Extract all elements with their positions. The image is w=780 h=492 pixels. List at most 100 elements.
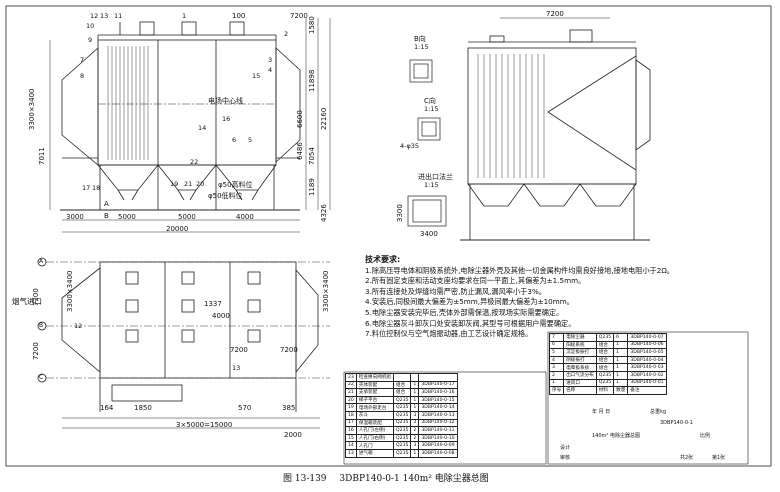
note-item: 2.所有固定支座和活动支座均要求在同一平面上,其偏差为±1.5mm。 (365, 276, 586, 286)
part-11: 11 (114, 12, 123, 20)
dim-front-right-5: 7054 (308, 147, 316, 165)
bom-cell: 6 (548, 340, 565, 350)
part-15: 15 (252, 72, 261, 80)
figure-caption: 图 13-139 3DBP140-0-1 140m² 电除尘器总图 (283, 471, 499, 484)
dim-plan-bottom-164: 164 (100, 404, 114, 412)
bom-cell: Q235 (393, 395, 412, 405)
bom-cell: 1 (613, 363, 629, 372)
detail-inlet-scale: 1:15 (424, 181, 439, 189)
bom-cell: 1 (613, 370, 629, 380)
part-7: 7 (80, 56, 85, 64)
bom-cell: 3DBP140-0-10 (418, 433, 458, 443)
bom-cell: 组合 (595, 340, 615, 350)
axis-A: A (39, 258, 44, 265)
bom-cell: 3DBP140-0-04 (627, 355, 667, 365)
part-19: 19 (170, 180, 179, 188)
bom-cell: 3DBP140-0-01 (627, 378, 667, 388)
bom-cell: Q235 (393, 433, 412, 443)
bom-cell: 1 (410, 448, 420, 458)
detail-views (407, 59, 447, 227)
bom-cell: 19 (345, 403, 357, 412)
dim-front-right-8: 4326 (320, 204, 328, 222)
dim-front-top-100: 100 (232, 12, 246, 20)
bom-cell: Q235 (393, 448, 412, 458)
note-item: 7.料位控制仪与空气炮振动器,由工艺设计确定规格。 (365, 329, 533, 339)
part-9: 9 (88, 36, 93, 44)
detail-b-scale: 1:15 (414, 43, 429, 51)
axis-B: B (39, 322, 44, 329)
bom-cell: 14 (345, 441, 357, 450)
part-16: 16 (222, 115, 231, 123)
bom-cell: 阴极振打 (563, 355, 597, 365)
bom-cell: 1 (410, 403, 420, 412)
title-date: 年 月 日 (592, 409, 611, 415)
dim-plan-mid-1337: 1337 (204, 300, 222, 308)
high-level-label: φ50高料位 (218, 181, 253, 189)
bom-cell: 组合 (595, 355, 615, 365)
bom-cell: 20 (345, 395, 357, 405)
sheet-border (5, 5, 772, 467)
bom-cell: 电晕极系统 (563, 363, 597, 372)
plan-view (37, 257, 330, 429)
bom-cell: 3 (410, 418, 420, 428)
part-12: 12 (90, 12, 99, 20)
bom-cell: 人孔门(左侧) (355, 426, 395, 435)
plan-inlet-label: 烟气进口 (12, 297, 42, 306)
bom-cell: 3DBP140-0-14 (418, 403, 458, 412)
dim-plan-left-3300: 3300×3400 (66, 270, 74, 313)
part-20: 20 (196, 180, 205, 188)
plan-part-13: 13 (232, 364, 241, 372)
bom-cell: 1 (410, 388, 420, 397)
bom-cell: 22 (345, 380, 357, 390)
bom-cell: 3DBP140-0-08 (418, 448, 458, 458)
bom-cell: 人孔门(右侧) (355, 433, 395, 443)
detail-inlet-dim-1: 3300 (396, 204, 404, 222)
bom-cell: 3DBP140-0-11 (418, 426, 458, 435)
bom-cell: 3DBP140-0-07 (627, 333, 667, 342)
bom-cell: 1 (613, 355, 629, 365)
bom-cell: 13 (345, 448, 357, 458)
dim-plan-bottom-1850: 1850 (134, 404, 152, 412)
bom-cell: 1 (548, 378, 565, 388)
plan-part-12: 12 (74, 322, 83, 330)
bom-cell: 检查换向阀机组 (355, 373, 395, 382)
dim-front-bottom-2: 5000 (118, 213, 136, 221)
bom-cell: 人孔门 (355, 441, 395, 450)
bom-cell: 3 (410, 410, 420, 420)
side-view (460, 17, 651, 241)
bom-cell: 2 (548, 370, 565, 380)
bom-cell: 6 (613, 333, 629, 342)
dim-front-total: 20000 (166, 225, 189, 233)
dim-plan-right: 3300×3400 (322, 270, 330, 313)
bom-cell: Q235 (393, 418, 412, 428)
bom-cell: 电场外部走台 (355, 403, 395, 412)
bom-cell: Q235 (595, 378, 615, 388)
bom-cell: 1 (410, 395, 420, 405)
dim-front-left-1: 3300×3400 (28, 88, 36, 131)
label-A: A (104, 200, 109, 208)
part-22: 22 (190, 158, 199, 166)
bom-cell: 组合 (393, 388, 412, 397)
title-weight: 总重kg (650, 409, 667, 415)
part-4: 4 (268, 66, 273, 74)
dim-front-left-2: 7011 (38, 147, 46, 165)
bom-cell: Q235 (595, 370, 615, 380)
note-item: 5.电除尘器安装完毕后,壳体外部需保温,按现场实际需要确定。 (365, 307, 564, 317)
part-17: 17 (82, 184, 91, 192)
dim-front-top-7200: 7200 (290, 12, 308, 20)
bom-cell: 名称 (563, 386, 597, 395)
bom-cell: 阳极系统 (563, 340, 597, 350)
